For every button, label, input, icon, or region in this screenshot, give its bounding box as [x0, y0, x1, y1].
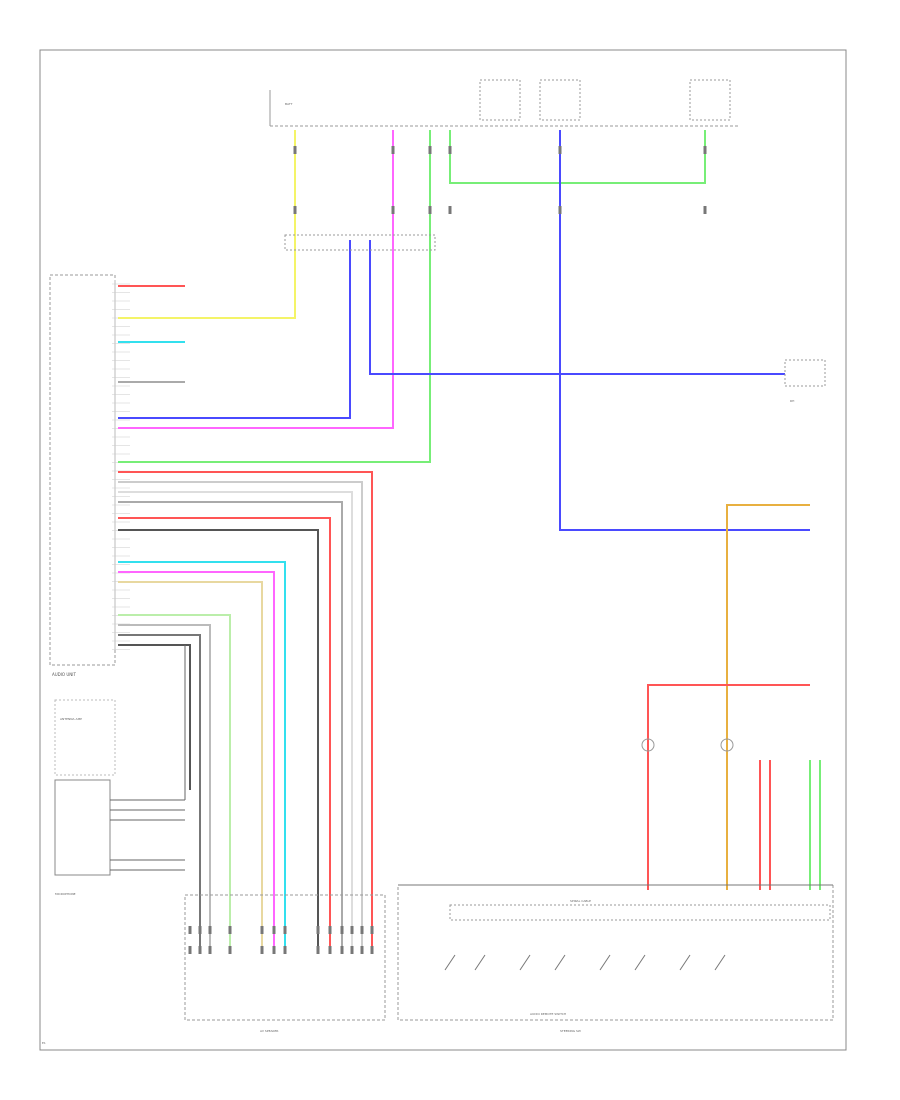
wire-lightgray-1 [118, 481, 363, 950]
speaker-connectors [188, 926, 374, 954]
diagram-frame [39, 49, 847, 1051]
connector-pin [328, 946, 332, 954]
connector-pin [703, 146, 707, 154]
microphone-label: MICROPHONE [55, 892, 76, 896]
connector-pin [370, 926, 374, 934]
wire-blue-long [559, 130, 810, 531]
wire-pink-spk [118, 571, 275, 950]
connector-pin [428, 206, 432, 214]
connector-pin [260, 926, 264, 934]
junction-connector [284, 234, 436, 251]
right-module-label: RH [790, 399, 794, 403]
wire-lightgreen-spk [118, 614, 231, 950]
wire-cyan-spk [118, 561, 286, 950]
spiral-cable-label: SPIRAL CABLE [570, 899, 591, 903]
remote-switches [444, 954, 726, 971]
wires [118, 130, 821, 950]
connector-pin [283, 946, 287, 954]
connector-pin [316, 946, 320, 954]
microphone-box [54, 779, 111, 876]
speaker-block-label: AV SPEAKER [260, 1029, 278, 1033]
wire-red-spk2 [118, 517, 331, 950]
connector-pin [340, 946, 344, 954]
connector-pin [228, 946, 232, 954]
wire-gray-spk [118, 501, 343, 950]
connector-pin [316, 926, 320, 934]
connector-pin [558, 146, 562, 154]
wire-red-spk1 [118, 471, 373, 950]
wire-black-spk [118, 529, 319, 950]
connector-pin [188, 946, 192, 954]
connector-pin [360, 946, 364, 954]
connector-pin [360, 926, 364, 934]
wire-tan-spk [118, 581, 263, 950]
wire-blue-right [369, 240, 785, 375]
connector-pin [350, 946, 354, 954]
audio-remote-switch [449, 904, 831, 921]
connector-pin [283, 926, 287, 934]
wire-pink [118, 130, 394, 429]
top-relays [479, 79, 731, 121]
connector-pin [272, 926, 276, 934]
connector-pin [188, 926, 192, 934]
wire-gray2-spk [118, 624, 211, 950]
wire-lightgray-2 [118, 491, 353, 950]
wire-darkgray-spk [118, 634, 201, 950]
connector-pin [428, 146, 432, 154]
connector-pin [328, 926, 332, 934]
fuse-label: BATT [285, 102, 293, 106]
left-module-box [54, 699, 116, 776]
connector-pin [703, 206, 707, 214]
wire-black2-spk [118, 644, 191, 790]
wire-red-right [647, 684, 810, 890]
left-module-label: ANTENNA AMP [60, 717, 82, 721]
top-connectors [293, 146, 707, 214]
wire-blue-1 [118, 240, 351, 419]
connector-pin [293, 146, 297, 154]
steering-switch-label: STEERING SW [560, 1029, 581, 1033]
connector-pin [370, 946, 374, 954]
wire-green [118, 130, 431, 463]
connector-pin [198, 926, 202, 934]
connector-pin [350, 926, 354, 934]
audio-unit-label: AUDIO UNIT [52, 672, 76, 677]
connector-pin [272, 946, 276, 954]
connector-pin [208, 946, 212, 954]
connector-pin [391, 206, 395, 214]
wire-green-top [449, 130, 706, 184]
connector-pin [448, 146, 452, 154]
connector-pin [198, 946, 202, 954]
connector-pin [448, 206, 452, 214]
connector-pin [208, 926, 212, 934]
connector-pin [558, 206, 562, 214]
wire-orange [726, 504, 810, 890]
speaker-block [184, 894, 386, 1021]
connector-pin [340, 926, 344, 934]
connector-pin [228, 926, 232, 934]
right-module-box [784, 359, 826, 387]
connector-pin [293, 206, 297, 214]
connector-pin [260, 946, 264, 954]
wire-yellow [118, 130, 296, 319]
audio-unit-box [49, 274, 116, 666]
indicator-lamps [641, 738, 734, 752]
microphone-wires [110, 645, 186, 871]
ground-mark: E1 [42, 1041, 46, 1045]
audio-remote-switch-label: AUDIO REMOTE SWITCH [530, 1012, 566, 1016]
connector-pin [391, 146, 395, 154]
